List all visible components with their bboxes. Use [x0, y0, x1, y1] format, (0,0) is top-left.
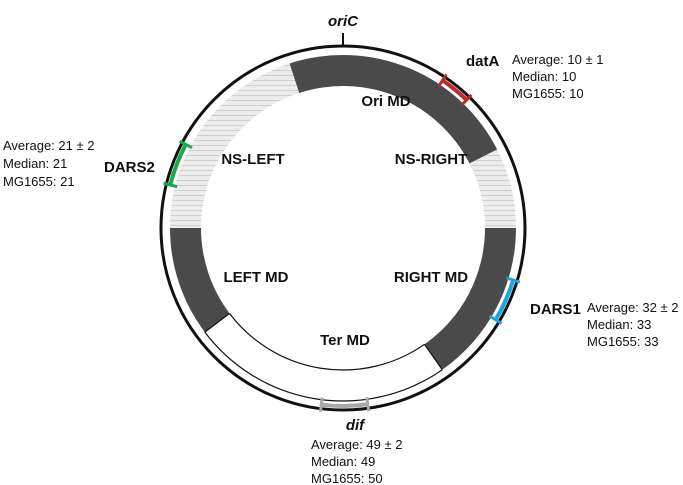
dif-marker-tick-1 [365, 397, 371, 412]
dars2-stat-median: Median: 21 [3, 156, 67, 171]
data-stat-average: Average: 10 ± 1 [512, 52, 603, 67]
ter-md-outer-border [204, 331, 443, 402]
dars2-stat-mg1655: MG1655: 21 [3, 174, 75, 189]
data-stat-median: Median: 10 [512, 69, 576, 84]
dif-stat-average: Average: 49 ± 2 [311, 437, 402, 452]
dif-marker-arc [321, 402, 369, 408]
dif-stat-mg1655: MG1655: 50 [311, 471, 383, 485]
dars2-stat-average: Average: 21 ± 2 [3, 138, 94, 153]
data-stat-mg1655: MG1655: 10 [512, 86, 584, 101]
ori-md-segment [289, 55, 498, 164]
oric-label: oriC [328, 13, 359, 30]
ter-md-inner-border [229, 313, 425, 371]
ter-md-label: Ter MD [320, 332, 370, 349]
dars2-marker-tick-1 [163, 181, 178, 189]
data-marker-tick-2 [460, 93, 473, 107]
dif-marker-tick-2 [318, 397, 324, 412]
dars1-marker-tick-2 [488, 314, 503, 325]
ns-right-segment [469, 149, 516, 228]
left-md-segment [170, 228, 230, 333]
dars1-stat-mg1655: MG1655: 33 [587, 334, 659, 349]
chromosome-outer-circle [159, 44, 527, 412]
ns-right-label: NS-RIGHT [395, 151, 468, 168]
left-md-label: LEFT MD [224, 269, 289, 286]
right-md-label: RIGHT MD [394, 269, 468, 286]
dars1-site-label: DARS1 [530, 301, 581, 318]
data-site-label: datA [466, 53, 500, 70]
dars1-stat-median: Median: 33 [587, 317, 651, 332]
dars2-marker-tick-2 [178, 139, 193, 150]
dif-site-label: dif [346, 417, 366, 434]
dars1-marker-tick-1 [506, 276, 521, 284]
right-md-segment [424, 228, 516, 370]
ter-md-segment [204, 313, 443, 402]
dif-stat-median: Median: 49 [311, 454, 375, 469]
ns-left-segment [170, 63, 300, 228]
ns-left-label: NS-LEFT [221, 151, 284, 168]
ori-md-label: Ori MD [361, 93, 410, 110]
ter-md-edge-right [423, 343, 443, 371]
dars2-site-label: DARS2 [104, 159, 155, 176]
dars1-stat-average: Average: 32 ± 2 [587, 300, 678, 315]
site-markers [163, 73, 521, 412]
macrodomain-ring [170, 55, 516, 402]
data-marker-tick-1 [437, 73, 448, 88]
ter-md-edge-left [204, 312, 230, 333]
